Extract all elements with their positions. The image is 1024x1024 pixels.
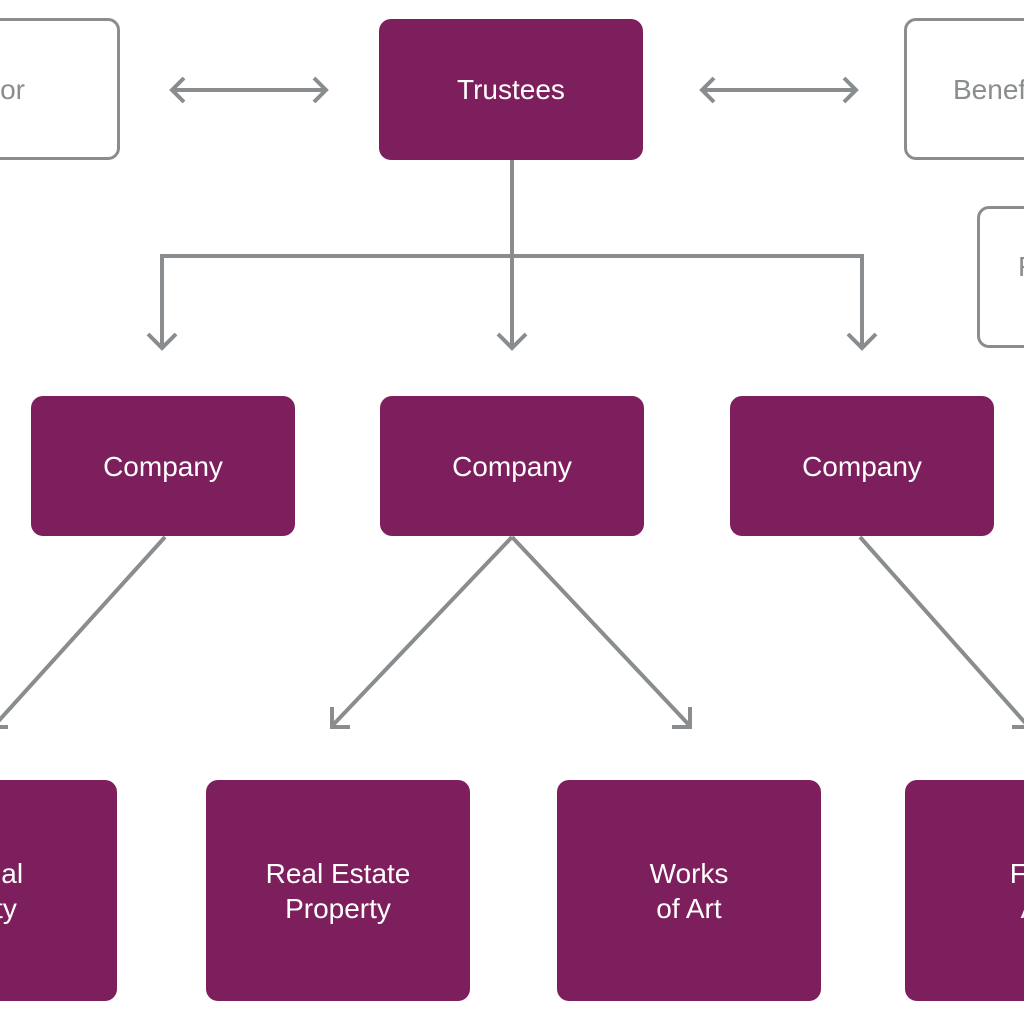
arrowhead-down-icon bbox=[846, 332, 878, 351]
node-label: Company bbox=[452, 450, 572, 482]
arrowhead-diagonal-icon bbox=[672, 707, 692, 729]
arrowhead-right-icon bbox=[312, 76, 329, 104]
intellectual-property-node: ctual erty bbox=[0, 780, 117, 1001]
node-label: Company bbox=[802, 450, 922, 482]
works-of-art-node: Works of Art bbox=[557, 780, 821, 1001]
edge-company3-financial bbox=[858, 535, 1024, 729]
arrowhead-right-icon bbox=[842, 76, 859, 104]
node-label: F · bbox=[1018, 249, 1024, 319]
trustees-node: Trustees bbox=[379, 19, 643, 160]
node-label: ctual erty bbox=[0, 857, 24, 924]
node-label: Fina As bbox=[1009, 857, 1024, 924]
beneficiaries-node: Benef bbox=[904, 18, 1024, 160]
node-label: Trustees bbox=[457, 74, 565, 105]
protector-node: F · bbox=[977, 206, 1024, 348]
arrowhead-diagonal-icon bbox=[330, 707, 350, 729]
node-label: Real Estate Property bbox=[265, 857, 411, 924]
settlor-node: or bbox=[0, 18, 120, 160]
node-label: Works of Art bbox=[649, 857, 729, 924]
edge-line-branch bbox=[160, 254, 864, 346]
edge-trustees-companies bbox=[146, 160, 878, 351]
edge-company2-art bbox=[510, 535, 692, 729]
edge-company1-ip bbox=[0, 535, 167, 729]
company-node-3: Company bbox=[730, 396, 994, 536]
arrowhead-down-icon bbox=[146, 332, 178, 351]
arrowhead-left-icon bbox=[169, 76, 186, 104]
arrowhead-diagonal-icon bbox=[0, 725, 8, 729]
edge-company2-real-estate bbox=[330, 535, 514, 729]
edge-line bbox=[510, 535, 692, 728]
edge-trustees-beneficiaries bbox=[699, 76, 859, 104]
node-label: Company bbox=[103, 450, 223, 482]
real-estate-node: Real Estate Property bbox=[206, 780, 470, 1001]
edge-settlor-trustees bbox=[169, 76, 329, 104]
arrowhead-down-icon bbox=[496, 332, 528, 351]
arrowhead-left-icon bbox=[699, 76, 716, 104]
edge-line bbox=[330, 535, 514, 728]
node-label: Benef bbox=[953, 73, 1024, 105]
company-node-2: Company bbox=[380, 396, 644, 536]
edge-line bbox=[858, 535, 1024, 725]
node-label: or bbox=[0, 73, 25, 105]
edge-line bbox=[0, 535, 167, 723]
company-node-1: Company bbox=[31, 396, 295, 536]
financial-assets-node: Fina As bbox=[905, 780, 1024, 1001]
